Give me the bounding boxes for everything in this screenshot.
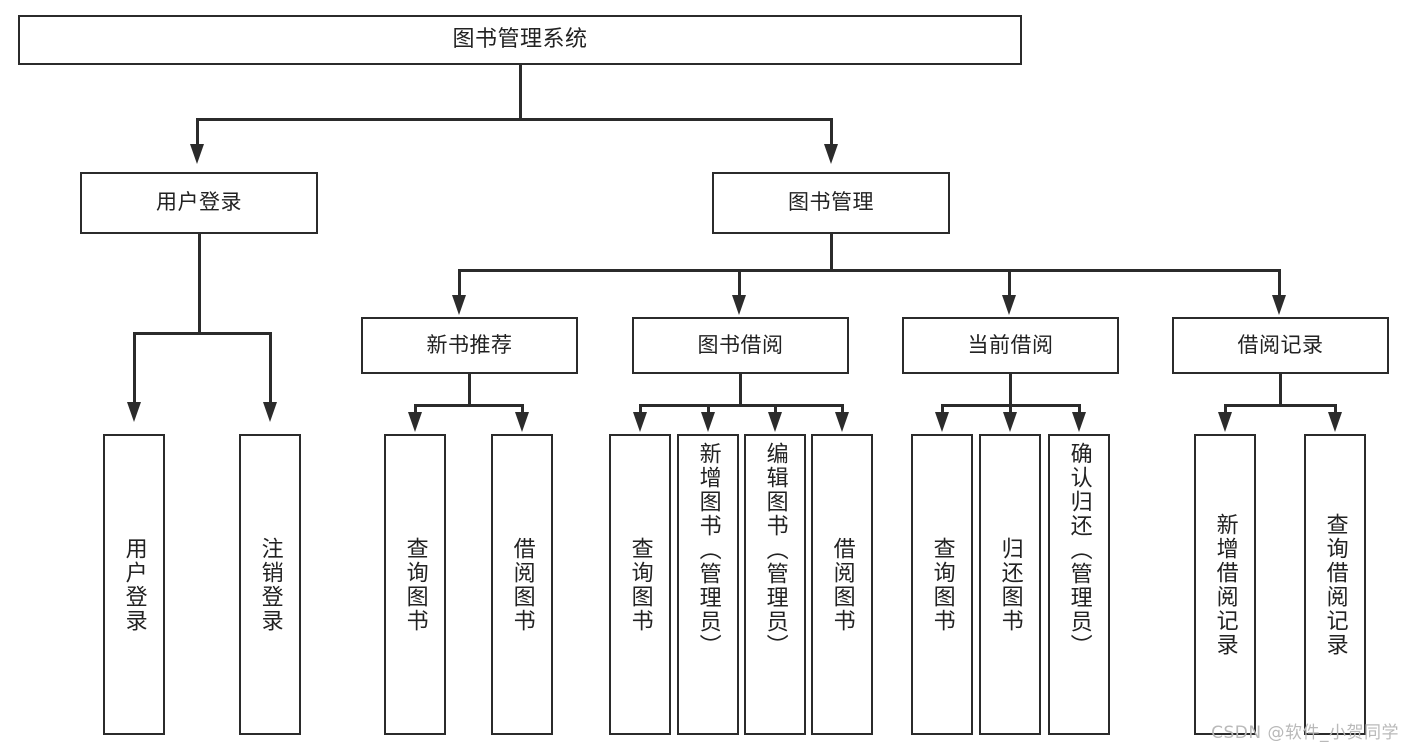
node-current-borrow[interactable]: 当前借阅 xyxy=(902,317,1119,374)
node-label: 新书推荐 xyxy=(426,332,513,357)
arrow-leaf-current-borrow-0 xyxy=(935,412,949,432)
arrow-book-borrow xyxy=(732,295,746,315)
arrow-leaf-current-borrow-2 xyxy=(1072,412,1086,432)
node-borrow-record[interactable]: 借阅记录 xyxy=(1172,317,1389,374)
connector-borrow-record-child-1 xyxy=(1334,404,1337,416)
arrow-leaf-book-borrow-3 xyxy=(835,412,849,432)
node-label: 图书管理系统 xyxy=(452,26,588,52)
arrow-leaf-book-borrow-0 xyxy=(633,412,647,432)
connector-book-management-stem xyxy=(830,234,833,272)
arrow-leaf-current-borrow-1 xyxy=(1003,412,1017,432)
connector-user-login-child-0 xyxy=(133,332,136,404)
leaf-label: 查询借阅记录 xyxy=(1322,512,1348,657)
node-new-book-recommend[interactable]: 新书推荐 xyxy=(361,317,578,374)
connector-user-login-stem xyxy=(198,234,201,334)
arrow-leaf-new-book-1 xyxy=(515,412,529,432)
connector-level1-bar xyxy=(196,118,833,121)
connector-level2-drop-3 xyxy=(1278,269,1281,297)
leaf-label: 归还图书 xyxy=(997,536,1023,633)
node-user-login[interactable]: 用户登录 xyxy=(80,172,318,234)
arrow-leaf-book-borrow-1 xyxy=(701,412,715,432)
node-label: 借阅记录 xyxy=(1237,332,1324,357)
arrow-leaf-borrow-record-0 xyxy=(1218,412,1232,432)
connector-root-stem xyxy=(519,65,522,120)
connector-book-borrow-child-1 xyxy=(707,404,710,416)
node-label: 图书管理 xyxy=(788,190,874,215)
leaf-label: 借阅图书 xyxy=(509,536,535,633)
arrow-leaf-new-book-0 xyxy=(408,412,422,432)
leaf-user-login-0[interactable]: 用户登录 xyxy=(103,434,165,735)
node-label: 当前借阅 xyxy=(967,332,1054,357)
connector-book-borrow-child-2 xyxy=(774,404,777,416)
leaf-label: 新增借阅记录 xyxy=(1212,512,1238,657)
leaf-new-book-1[interactable]: 借阅图书 xyxy=(491,434,553,735)
connector-level2-drop-1 xyxy=(738,269,741,297)
connector-level2-drop-0 xyxy=(458,269,461,297)
leaf-borrow-record-0[interactable]: 新增借阅记录 xyxy=(1194,434,1256,735)
connector-level1-drop-user-login xyxy=(196,118,199,146)
leaf-book-borrow-1[interactable]: 新增图书（管理员） xyxy=(677,434,739,735)
leaf-label: 查询图书 xyxy=(929,536,955,633)
leaf-new-book-0[interactable]: 查询图书 xyxy=(384,434,446,735)
leaf-label: 确认归还（管理员） xyxy=(1066,442,1092,658)
connector-user-login-bar xyxy=(133,332,272,335)
watermark-text: CSDN @软件_小贺同学 xyxy=(1211,723,1399,743)
leaf-label: 注销登录 xyxy=(257,536,283,633)
leaf-label: 用户登录 xyxy=(121,536,147,633)
leaf-user-login-1[interactable]: 注销登录 xyxy=(239,434,301,735)
connector-book-borrow-child-0 xyxy=(639,404,642,416)
arrow-user-login xyxy=(190,144,204,164)
arrow-leaf-book-borrow-2 xyxy=(768,412,782,432)
leaf-label: 借阅图书 xyxy=(829,536,855,633)
node-root-book-management-system[interactable]: 图书管理系统 xyxy=(18,15,1022,65)
connector-book-borrow-bar xyxy=(639,404,844,407)
connector-borrow-record-bar xyxy=(1224,404,1336,407)
arrow-leaf-borrow-record-1 xyxy=(1328,412,1342,432)
node-label: 用户登录 xyxy=(156,190,242,215)
node-label: 图书借阅 xyxy=(697,332,784,357)
connector-current-borrow-child-2 xyxy=(1078,404,1081,416)
connector-current-borrow-stem xyxy=(1009,374,1012,406)
arrow-borrow-record xyxy=(1272,295,1286,315)
connector-current-borrow-child-1 xyxy=(1009,404,1012,416)
connector-borrow-record-child-0 xyxy=(1224,404,1227,416)
connector-borrow-record-stem xyxy=(1279,374,1282,406)
leaf-book-borrow-0[interactable]: 查询图书 xyxy=(609,434,671,735)
arrow-new-book-recommend xyxy=(452,295,466,315)
connector-new-book-child-0 xyxy=(414,404,417,416)
connector-book-borrow-child-3 xyxy=(841,404,844,416)
leaf-current-borrow-0[interactable]: 查询图书 xyxy=(911,434,973,735)
leaf-label: 编辑图书（管理员） xyxy=(762,442,788,658)
node-book-borrow[interactable]: 图书借阅 xyxy=(632,317,849,374)
connector-user-login-child-1 xyxy=(269,332,272,404)
connector-new-book-bar xyxy=(414,404,524,407)
arrow-leaf-user-login-1 xyxy=(263,402,277,422)
node-book-management[interactable]: 图书管理 xyxy=(712,172,950,234)
leaf-book-borrow-3[interactable]: 借阅图书 xyxy=(811,434,873,735)
connector-level2-bar xyxy=(458,269,1280,272)
leaf-label: 查询图书 xyxy=(402,536,428,633)
arrow-book-management xyxy=(824,144,838,164)
leaf-borrow-record-1[interactable]: 查询借阅记录 xyxy=(1304,434,1366,735)
leaf-label: 查询图书 xyxy=(627,536,653,633)
connector-level1-drop-book-management xyxy=(830,118,833,146)
connector-new-book-child-1 xyxy=(521,404,524,416)
leaf-label: 新增图书（管理员） xyxy=(695,442,721,658)
connector-book-borrow-stem xyxy=(739,374,742,406)
connector-new-book-stem xyxy=(468,374,471,406)
leaf-book-borrow-2[interactable]: 编辑图书（管理员） xyxy=(744,434,806,735)
leaf-current-borrow-2[interactable]: 确认归还（管理员） xyxy=(1048,434,1110,735)
leaf-current-borrow-1[interactable]: 归还图书 xyxy=(979,434,1041,735)
arrow-current-borrow xyxy=(1002,295,1016,315)
arrow-leaf-user-login-0 xyxy=(127,402,141,422)
connector-level2-drop-2 xyxy=(1008,269,1011,297)
connector-current-borrow-child-0 xyxy=(941,404,944,416)
